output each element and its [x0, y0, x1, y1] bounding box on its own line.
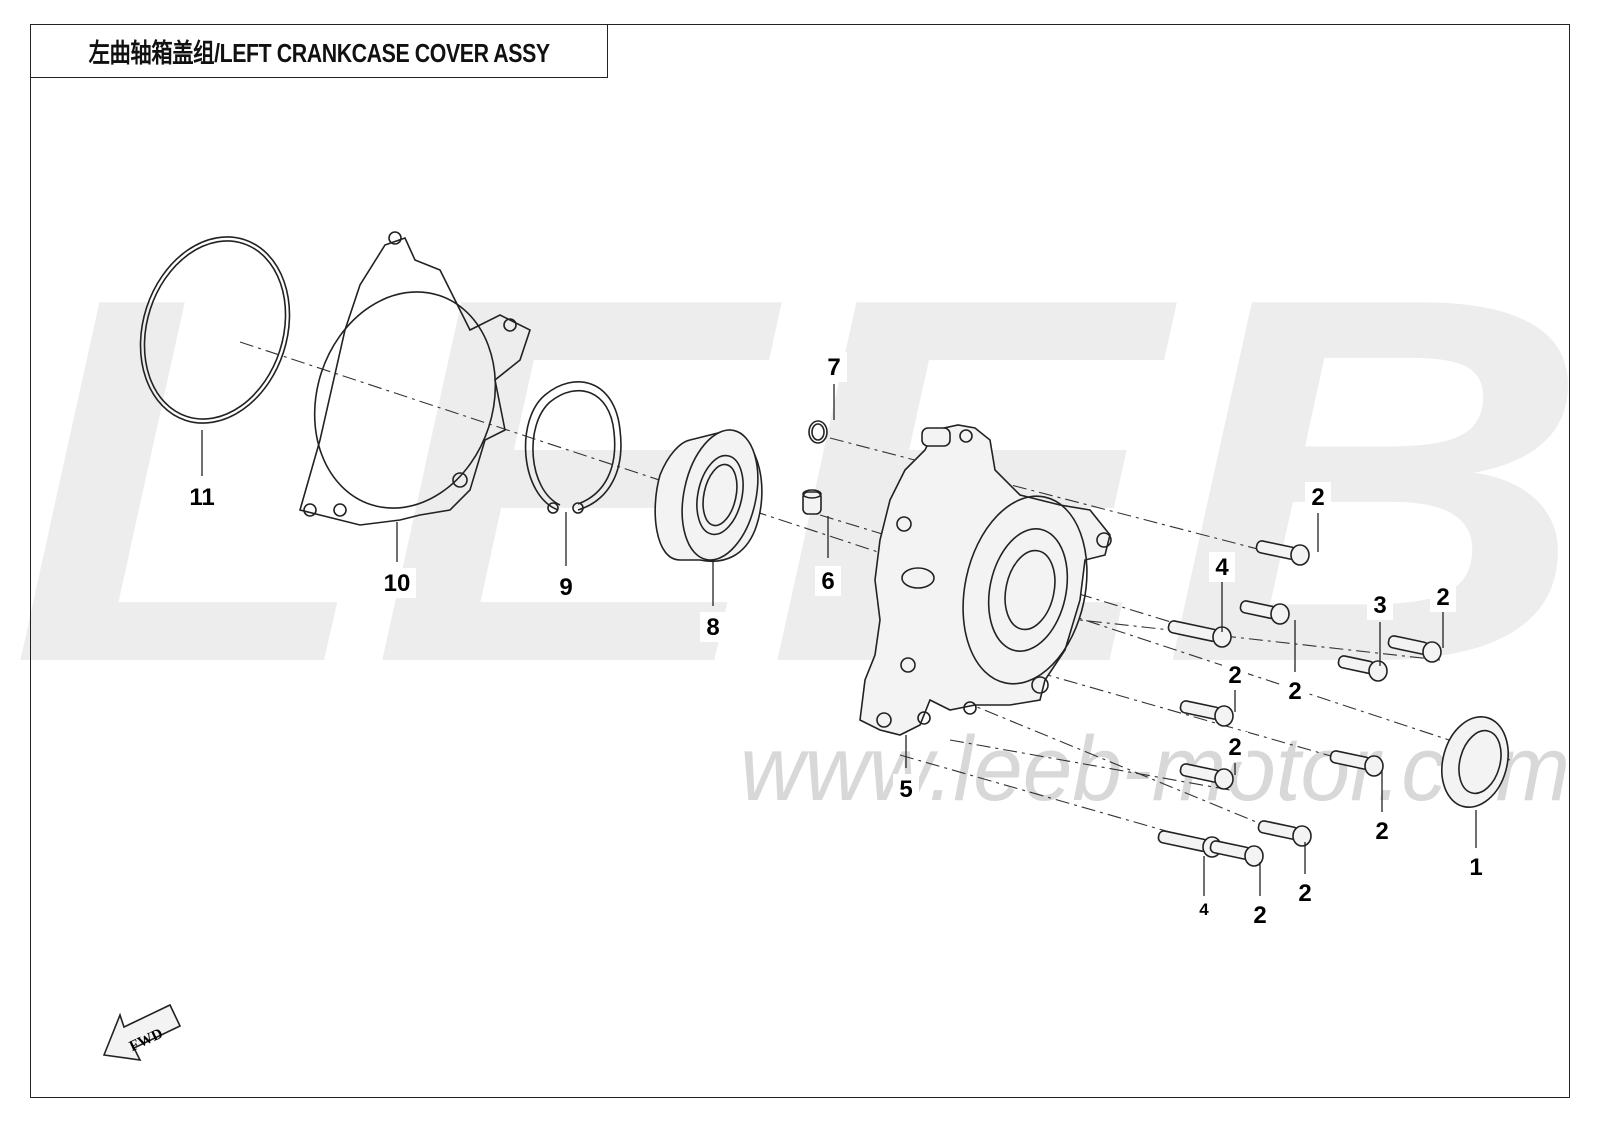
watermark: LEEB www.leeb-motor.com: [10, 190, 1590, 820]
callout-7: 7: [827, 354, 840, 381]
callout-1: 1: [1469, 854, 1482, 881]
watermark-brand: LEEB: [10, 190, 1590, 771]
callout-2a: 2: [1311, 484, 1324, 511]
callout-2h: 2: [1253, 902, 1266, 929]
leader-lines: [201, 384, 1477, 896]
page-title: 左曲轴箱盖组/LEFT CRANKCASE COVER ASSY: [88, 37, 550, 68]
bolt-2h: [1209, 840, 1264, 867]
callout-8: 8: [706, 614, 719, 641]
callout-2f: 2: [1375, 818, 1388, 845]
bolt-3: [1337, 655, 1388, 682]
watermark-url: www.leeb-motor.com: [740, 718, 1570, 820]
callout-2g: 2: [1298, 880, 1311, 907]
circlip: [524, 381, 622, 514]
callout-2b: 2: [1288, 678, 1301, 705]
callout-4b: 4: [1199, 900, 1209, 919]
small-o-ring: [808, 420, 828, 444]
callout-10: 10: [384, 570, 411, 597]
oil-seal: [1441, 716, 1509, 808]
small-o-ring-inner: [811, 423, 825, 441]
callout-2c: 2: [1436, 584, 1449, 611]
bolt-2g: [1257, 820, 1312, 847]
bolt-2c: [1387, 635, 1442, 663]
callout-labels: 11 10 9 8 7 6 5 4 4 3 2 2 2 2 2 2 2 2 1: [184, 352, 1489, 930]
ball-bearing: [654, 429, 763, 562]
o-ring-large-inner: [143, 240, 287, 420]
o-ring-large: [139, 236, 291, 424]
bolt-2b: [1239, 600, 1290, 625]
callout-9: 9: [559, 574, 572, 601]
callout-2d: 2: [1228, 662, 1241, 689]
cover-gasket: [299, 231, 531, 526]
callout-2e: 2: [1228, 734, 1241, 761]
callout-3: 3: [1373, 592, 1386, 619]
title-box: 左曲轴箱盖组/LEFT CRANKCASE COVER ASSY: [30, 24, 608, 78]
bolt-2a: [1255, 540, 1310, 566]
diagram-frame: [30, 24, 1570, 1098]
bolt-set: [1157, 540, 1442, 867]
left-crankcase-cover: [859, 424, 1112, 736]
callout-5: 5: [899, 776, 912, 803]
bolt-2f: [1329, 750, 1384, 777]
bolt-2e: [1179, 763, 1234, 790]
dowel-pin: [802, 489, 822, 515]
bolt-2d: [1179, 700, 1234, 727]
bolt-4a: [1167, 620, 1232, 648]
callout-11: 11: [189, 484, 214, 511]
callout-6: 6: [821, 568, 834, 595]
callout-4a: 4: [1215, 554, 1229, 581]
